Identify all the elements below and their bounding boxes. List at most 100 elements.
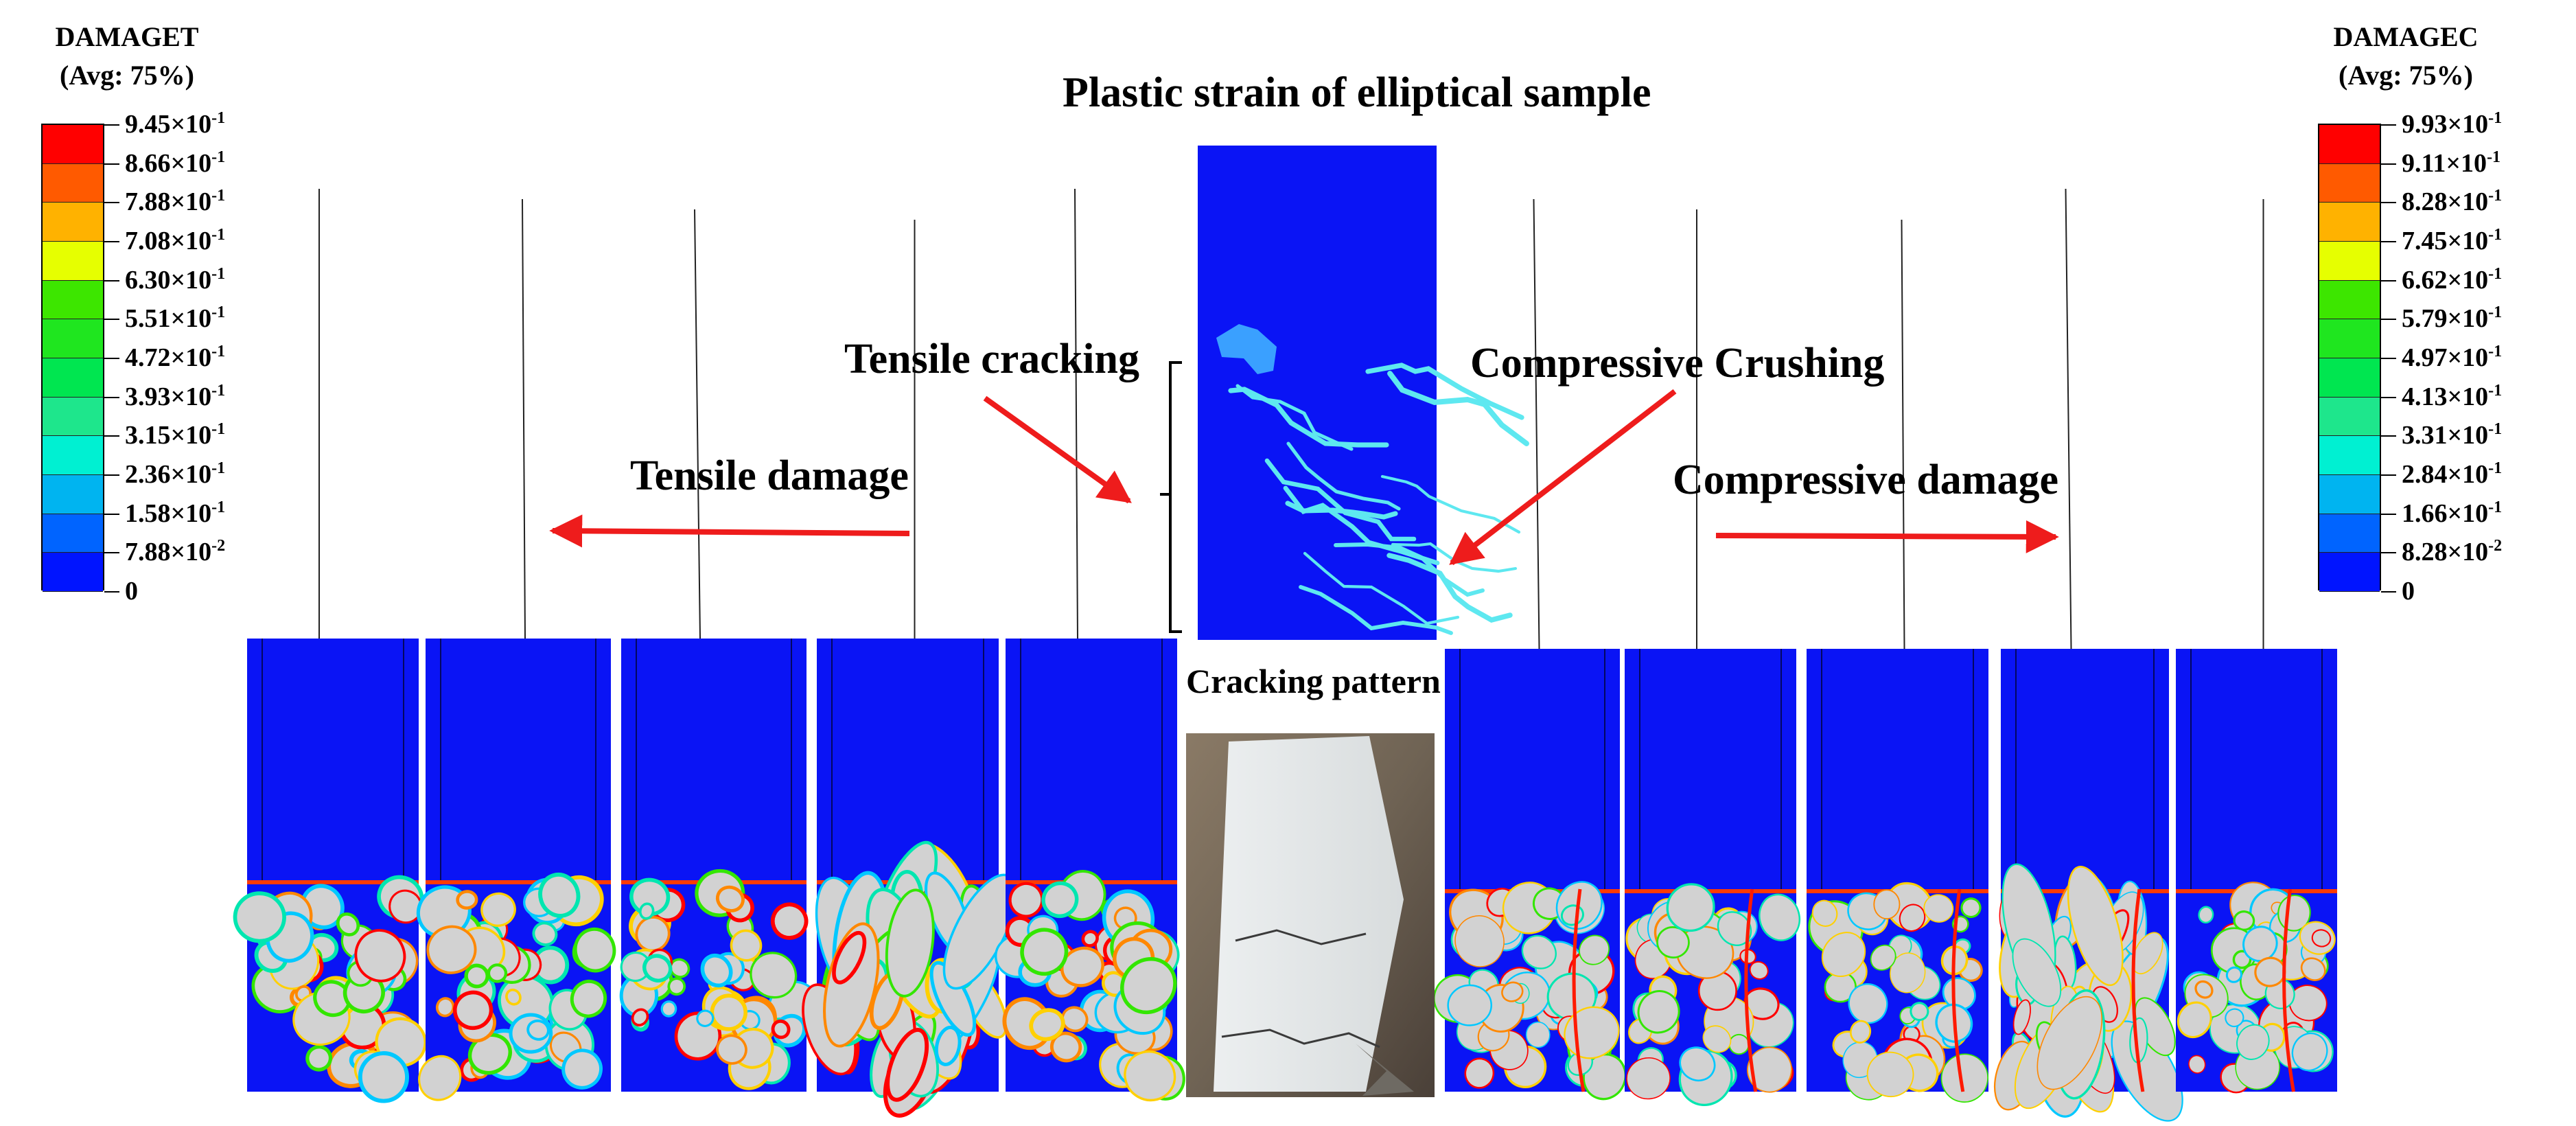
legend-damagec-tick-mark <box>2381 279 2396 282</box>
aggregate-particle <box>426 925 477 974</box>
legend-damagec-swatch <box>2319 203 2380 242</box>
aggregate-particle <box>1049 1031 1082 1063</box>
upper-block <box>2001 649 2169 889</box>
legend-damaget-tick-label: 7.88×10-1 <box>125 187 226 217</box>
legend-damagec-swatch <box>2319 436 2380 475</box>
aggregate-particle <box>1960 897 1982 919</box>
aggregate-particle <box>354 929 406 983</box>
legend-damagec-tick-mark <box>2381 319 2396 321</box>
legend-damaget-tick-mark <box>104 319 119 321</box>
legend-damagec-tick-mark <box>2381 124 2396 126</box>
aggregate-particle <box>1008 882 1044 918</box>
aggregate-particle <box>1866 1051 1914 1098</box>
label-compressive-crushing: Compressive Crushing <box>1470 340 1885 387</box>
aggregate-particle <box>418 1055 462 1101</box>
aggregate-particle <box>2311 929 2332 947</box>
upper-block <box>621 639 807 880</box>
crack-line <box>1221 1029 1380 1048</box>
aggregate-particle <box>1060 946 1104 987</box>
aggregate-particle <box>2012 938 2062 1007</box>
legend-damagec-tick-mark <box>2381 358 2396 359</box>
legend-damagec-swatch <box>2319 514 2380 553</box>
aggregate-particle <box>2236 1024 2270 1060</box>
legend-damaget-tick-mark <box>104 279 119 282</box>
aggregate-particle <box>1464 1057 1495 1089</box>
aggregate-particle <box>2225 1008 2244 1028</box>
legend-damagec-tick-mark <box>2381 163 2396 165</box>
legend-damagec-avg: (Avg: 75%) <box>2339 60 2473 91</box>
crushed-debris <box>1356 1044 1414 1096</box>
sample-panel <box>1807 219 1988 1103</box>
legend-damaget-tick-label: 7.08×10-1 <box>125 226 226 255</box>
legend-damagec-swatch <box>2319 280 2380 320</box>
aggregate-particle <box>2067 866 2124 987</box>
sample-panel <box>1625 209 1801 1106</box>
aggregate-particle <box>452 990 494 1031</box>
legend-damagec-tick-mark <box>2381 202 2396 204</box>
aggregate-particle <box>1923 894 1954 923</box>
crack-line <box>1235 929 1367 945</box>
loading-rod <box>522 198 526 639</box>
legend-damaget-tick-label: 5.51×10-1 <box>125 303 226 334</box>
aggregate-particle <box>358 1051 409 1103</box>
aggregate-particle <box>638 902 655 920</box>
legend-damagec-tick-mark <box>2381 241 2396 242</box>
legend-damaget-swatch <box>43 553 103 592</box>
legend-damaget-tick-mark <box>104 435 119 437</box>
aggregate-particle <box>1579 934 1610 965</box>
loading-rod <box>1533 198 1540 650</box>
legend-damaget-swatch <box>43 514 103 553</box>
aggregate-particle <box>710 993 747 1031</box>
upper-block <box>1807 649 1988 889</box>
tested-slab <box>1214 736 1404 1092</box>
aggregate-particle <box>2131 932 2163 974</box>
aggregate-particle <box>2012 999 2031 1035</box>
legend-damagec-tick-label: 4.13×10-1 <box>2402 381 2503 411</box>
legend-damagec-tick-label: 9.93×10-1 <box>2402 109 2503 139</box>
legend-damaget-tick-label: 8.66×10-1 <box>125 148 226 178</box>
legend-damagec-tick-label: 4.97×10-1 <box>2402 343 2503 372</box>
legend-damaget-swatch <box>43 242 103 281</box>
aggregate-particle <box>1870 944 1896 971</box>
legend-damaget-tick-label: 6.30×10-1 <box>125 264 226 295</box>
aggregate-particle <box>1454 915 1505 967</box>
legend-damaget-tick-mark <box>104 202 119 204</box>
legend-damaget-swatch <box>43 125 103 164</box>
aggregate-particle <box>1525 1021 1551 1048</box>
sample-panel <box>2176 199 2337 1094</box>
legend-damagec-tick-label: 8.28×10-1 <box>2402 187 2503 217</box>
aggregate-particle <box>750 952 798 999</box>
aggregate-particle <box>1759 893 1801 941</box>
legend-damagec-tick-label: 5.79×10-1 <box>2402 303 2503 334</box>
aggregate-particle <box>660 1000 677 1018</box>
elliptical-sample-plastic-strain <box>1198 146 1529 640</box>
crack-line <box>1334 542 1485 597</box>
aggregate-particle <box>696 1009 715 1027</box>
compressive-crushing-arrow <box>1449 389 1677 566</box>
aggregate-particle <box>2300 957 2326 981</box>
aggregate-particle <box>1890 952 1926 993</box>
aggregate-particle <box>1120 957 1177 1015</box>
aggregate-particle <box>1626 1057 1671 1100</box>
aggregate-particle <box>336 912 360 937</box>
legend-damagec-tick-label: 2.84×10-1 <box>2402 459 2503 489</box>
loading-rod <box>694 209 701 639</box>
crack-line <box>1380 474 1521 534</box>
plastic-zone <box>1216 324 1277 374</box>
legend-damaget-tick-mark <box>104 396 119 398</box>
legend-damagec-tick-label: 1.66×10-1 <box>2402 498 2503 528</box>
crushing-band <box>2282 888 2295 1092</box>
loading-rod <box>1074 188 1078 639</box>
aggregate-particle <box>1666 883 1715 932</box>
aggregate-particle <box>832 930 867 985</box>
legend-damagec-swatch <box>2319 358 2380 398</box>
crack-line <box>1286 441 1401 511</box>
aggregate-particle <box>2225 966 2242 983</box>
crack-line <box>1387 371 1529 446</box>
legend-damagec-tick-mark <box>2381 513 2396 515</box>
aggregate-particle <box>1637 990 1680 1034</box>
aggregate-particle <box>1899 904 1926 932</box>
aggregate-particle <box>1848 983 1888 1024</box>
legend-damaget-tick-label: 4.72×10-1 <box>125 343 226 372</box>
